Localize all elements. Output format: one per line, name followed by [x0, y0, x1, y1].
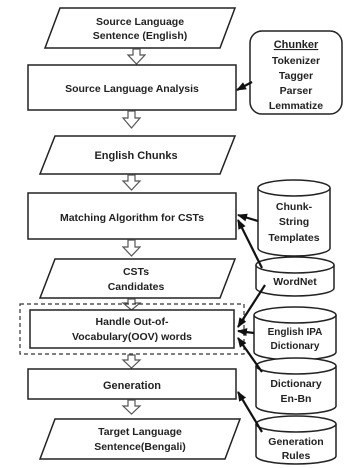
flow-arrow-7: [121, 399, 142, 415]
cst-candidates-node: CSTs Candidates: [38, 258, 237, 299]
chunker-box: Chunker Tokenizer Tagger Parser Lemmatiz…: [249, 30, 343, 115]
gen-rules-to-generation-arrow: [237, 391, 263, 433]
flow-arrow-5: [121, 298, 142, 311]
flow-arrow-3: [121, 174, 142, 191]
en-bn-dict-line-2: En-Bn: [281, 393, 312, 405]
chunk-string-templates-db: Chunk- String Templates: [257, 179, 331, 257]
cst-candidates-line-2: Candidates: [108, 281, 165, 293]
chunker-item-tokenizer: Tokenizer: [272, 55, 320, 67]
handle-oov-line-2: Vocabulary(OOV) words: [72, 331, 192, 343]
handle-oov-node: Handle Out-of- Vocabulary(OOV) words: [29, 309, 235, 349]
flow-arrow-2: [121, 110, 142, 129]
ipa-dict-line-1: English IPA: [268, 327, 323, 338]
source-analysis-node: Source Language Analysis: [27, 64, 237, 111]
wordnet-to-matching-arrow: [237, 219, 263, 269]
handle-oov-line-1: Handle Out-of-: [96, 316, 169, 328]
source-sentence-line-1: Source Language: [96, 16, 184, 28]
en-bn-dict-to-oov-arrow: [237, 337, 263, 373]
gen-rules-line-2: Rules: [282, 450, 311, 462]
target-sentence-line-1: Target Language: [98, 426, 182, 438]
chunker-title: Chunker: [274, 39, 319, 51]
cst-db-to-matching-arrow: [237, 213, 259, 223]
english-ipa-dictionary-db: English IPA Dictionary: [253, 306, 337, 361]
ipa-dict-to-oov-arrow: [237, 328, 255, 337]
flow-arrow-4: [121, 239, 142, 257]
english-chunks-node: English Chunks: [38, 135, 237, 175]
generation-label: Generation: [103, 380, 161, 392]
flow-arrow-1: [126, 48, 147, 65]
cst-db-line-3: Templates: [268, 232, 319, 244]
wordnet-label: WordNet: [273, 276, 317, 288]
matching-algorithm-label: Matching Algorithm for CSTs: [60, 212, 204, 224]
cst-db-line-1: Chunk-: [276, 201, 313, 213]
cst-candidates-line-1: CSTs: [123, 266, 149, 278]
target-sentence-line-2: Sentence(Bengali): [94, 441, 186, 453]
matching-algorithm-node: Matching Algorithm for CSTs: [27, 192, 237, 240]
chunker-item-tagger: Tagger: [279, 70, 313, 82]
source-sentence-node: Source Language Sentence (English): [43, 7, 237, 49]
wordnet-to-oov-arrow: [237, 284, 266, 328]
target-sentence-node: Target Language Sentence(Bengali): [38, 418, 242, 460]
en-bn-dict-line-1: Dictionary: [270, 378, 322, 390]
cst-db-line-2: String: [279, 216, 309, 228]
chunker-item-lemmatize: Lemmatize: [269, 100, 323, 112]
wordnet-db: WordNet: [255, 256, 335, 297]
generation-node: Generation: [27, 368, 237, 400]
flow-arrow-6: [121, 354, 142, 369]
gen-rules-line-1: Generation: [268, 436, 323, 448]
english-chunks-label: English Chunks: [94, 150, 177, 162]
ipa-dict-line-2: Dictionary: [271, 341, 320, 352]
source-sentence-line-2: Sentence (English): [93, 30, 188, 42]
source-analysis-label: Source Language Analysis: [65, 83, 199, 95]
dictionary-en-bn-db: Dictionary En-Bn: [255, 357, 337, 415]
generation-rules-db: Generation Rules: [255, 415, 337, 465]
chunker-item-parser: Parser: [280, 85, 313, 97]
chunker-to-analysis-arrow: [236, 81, 253, 91]
